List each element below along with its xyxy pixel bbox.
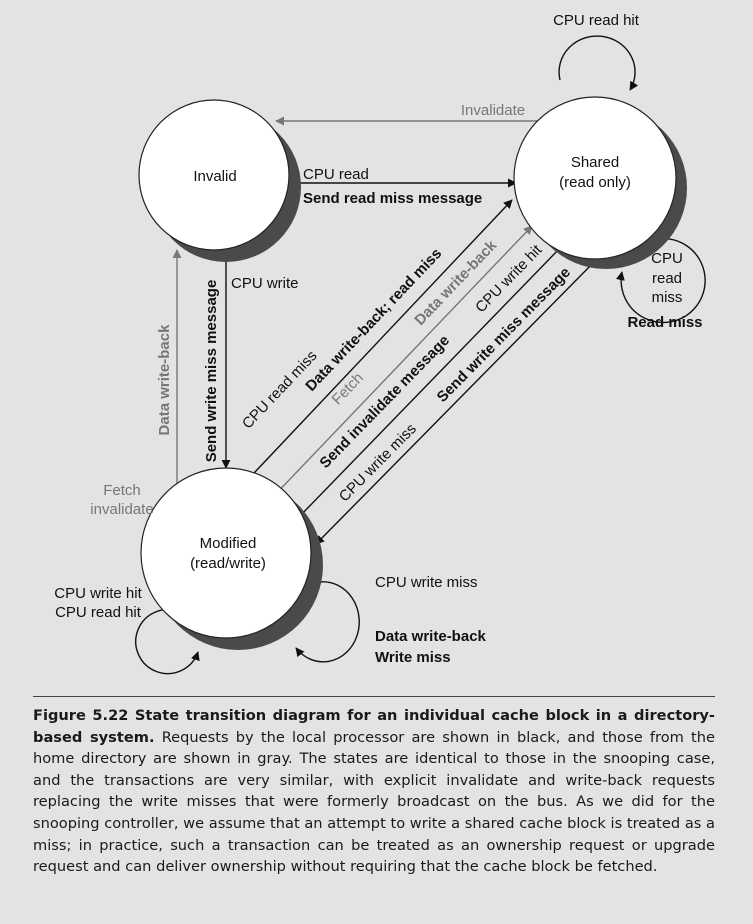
caption-divider xyxy=(33,696,715,697)
label-shared-read-miss-2: read xyxy=(652,270,682,287)
label-shared-read-miss-3: miss xyxy=(652,289,683,306)
label-fetch-invalidate-1: Fetch xyxy=(103,482,141,499)
caption-body: Requests by the local processor are show… xyxy=(33,728,716,876)
label-modified-write-hit: CPU write hit xyxy=(54,585,142,602)
label-invalidate: Invalidate xyxy=(461,102,525,119)
label-fetch-invalidate-2: invalidate xyxy=(90,501,153,518)
label-cpu-read: CPU read xyxy=(303,166,369,183)
label-send-read-miss: Send read miss message xyxy=(303,190,482,207)
arrow-shared-writehit-to-modified xyxy=(297,245,563,519)
state-invalid-label: Invalid xyxy=(193,168,236,185)
label-modified-write-miss-action: Write miss xyxy=(375,649,451,666)
label-modified-write-miss: CPU write miss xyxy=(375,574,478,591)
label-read-miss: Read miss xyxy=(627,314,702,331)
label-modified-data-write-back: Data write-back xyxy=(375,628,487,645)
state-invalid: Invalid xyxy=(138,99,301,262)
label-send-write-miss-vertical: Send write miss message xyxy=(203,280,220,463)
shared-read-miss-loop xyxy=(615,237,706,324)
state-modified-sublabel: (read/write) xyxy=(190,555,266,572)
state-modified-label: Modified xyxy=(200,535,257,552)
arrow-shared-writemiss-to-modified xyxy=(315,255,601,545)
state-shared-label: Shared xyxy=(571,154,619,171)
state-modified: Modified (read/write) xyxy=(140,467,323,650)
label-data-write-back-vertical: Data write-back xyxy=(156,324,173,436)
state-shared: Shared (read only) xyxy=(513,96,687,269)
state-transition-diagram: Invalid Shared (read only) Modified (rea… xyxy=(54,12,706,675)
arrow-modified-readmiss-to-shared xyxy=(237,199,513,491)
state-shared-sublabel: (read only) xyxy=(559,174,631,191)
label-cpu-write: CPU write xyxy=(231,275,299,292)
modified-write-miss-loop xyxy=(295,581,360,663)
modified-hit-loop xyxy=(135,608,200,675)
label-shared-read-hit: CPU read hit xyxy=(553,12,640,29)
label-shared-read-miss-1: CPU xyxy=(651,250,683,267)
caption-title: Figure 5.22 State transition diagram for… xyxy=(33,707,715,746)
label-data-write-back-diag: Data write-back xyxy=(411,236,500,328)
figure-caption: Figure 5.22 State transition diagram for… xyxy=(33,705,715,878)
shared-read-hit-loop xyxy=(558,35,639,91)
arrow-modified-fetch-to-shared xyxy=(269,225,533,501)
label-modified-read-hit: CPU read hit xyxy=(55,604,142,621)
